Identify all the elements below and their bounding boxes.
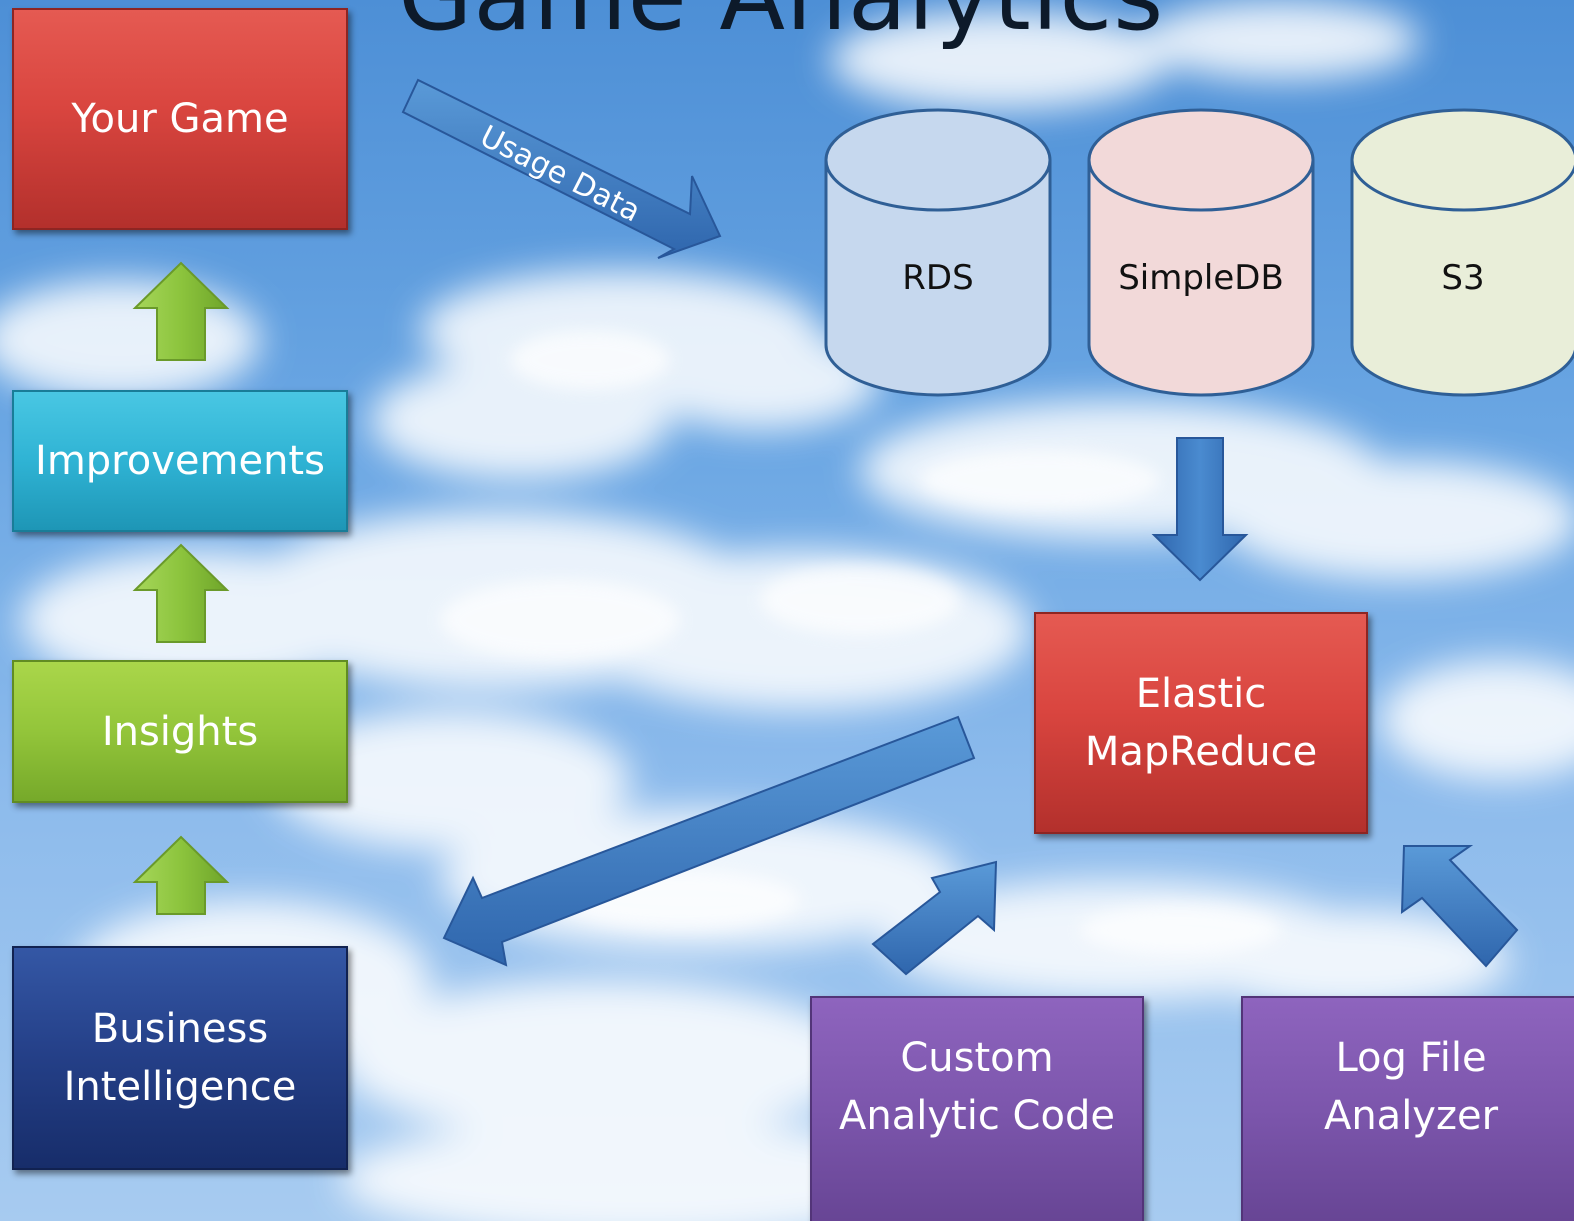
log-file-analyzer-label-line1: Log File: [1335, 1035, 1487, 1081]
custom-analytic-code-label-line1: Custom: [900, 1035, 1054, 1081]
elastic-mapreduce-label-line1: Elastic: [1135, 671, 1267, 717]
simpledb-label: SimpleDB: [1118, 258, 1284, 298]
long-arrow-emr-to-bi: [442, 715, 976, 967]
simpledb-database-icon: [1087, 108, 1315, 397]
rds-database-icon: [824, 108, 1052, 397]
arrow-log-analyzer-to-emr: [1400, 845, 1519, 968]
usage-data-arrow: Usage Data: [401, 78, 722, 259]
log-file-analyzer-box: Log File Analyzer: [1241, 996, 1574, 1221]
arrow-custom-code-to-emr: [871, 860, 998, 976]
s3-storage-icon: [1350, 108, 1574, 397]
your-game-label: Your Game: [71, 96, 289, 142]
business-intelligence-label-line1: Business: [91, 1006, 269, 1052]
business-intelligence-label-line2: Intelligence: [63, 1064, 297, 1110]
up-arrow-bi-to-insights: [132, 835, 230, 915]
your-game-box: Your Game: [12, 8, 348, 230]
insights-box: Insights: [12, 660, 348, 803]
custom-analytic-code-box: Custom Analytic Code: [810, 996, 1144, 1221]
elastic-mapreduce-label-line2: MapReduce: [1084, 729, 1318, 775]
custom-analytic-code-label-line2: Analytic Code: [839, 1093, 1115, 1139]
insights-label: Insights: [101, 708, 259, 755]
up-arrow-insights-to-improvements: [132, 543, 230, 643]
s3-label: S3: [1441, 258, 1485, 298]
rds-label: RDS: [902, 258, 974, 298]
down-arrow-db-to-emr: [1151, 437, 1249, 582]
improvements-box: Improvements: [12, 390, 348, 532]
business-intelligence-box: Business Intelligence: [12, 946, 348, 1170]
up-arrow-improvements-to-game: [132, 261, 230, 361]
elastic-mapreduce-box: Elastic MapReduce: [1034, 612, 1368, 834]
improvements-label: Improvements: [35, 438, 325, 484]
page-title: Game Analytics: [398, 0, 1164, 52]
log-file-analyzer-label-line2: Analyzer: [1323, 1093, 1499, 1139]
usage-data-label: Usage Data: [474, 119, 645, 229]
